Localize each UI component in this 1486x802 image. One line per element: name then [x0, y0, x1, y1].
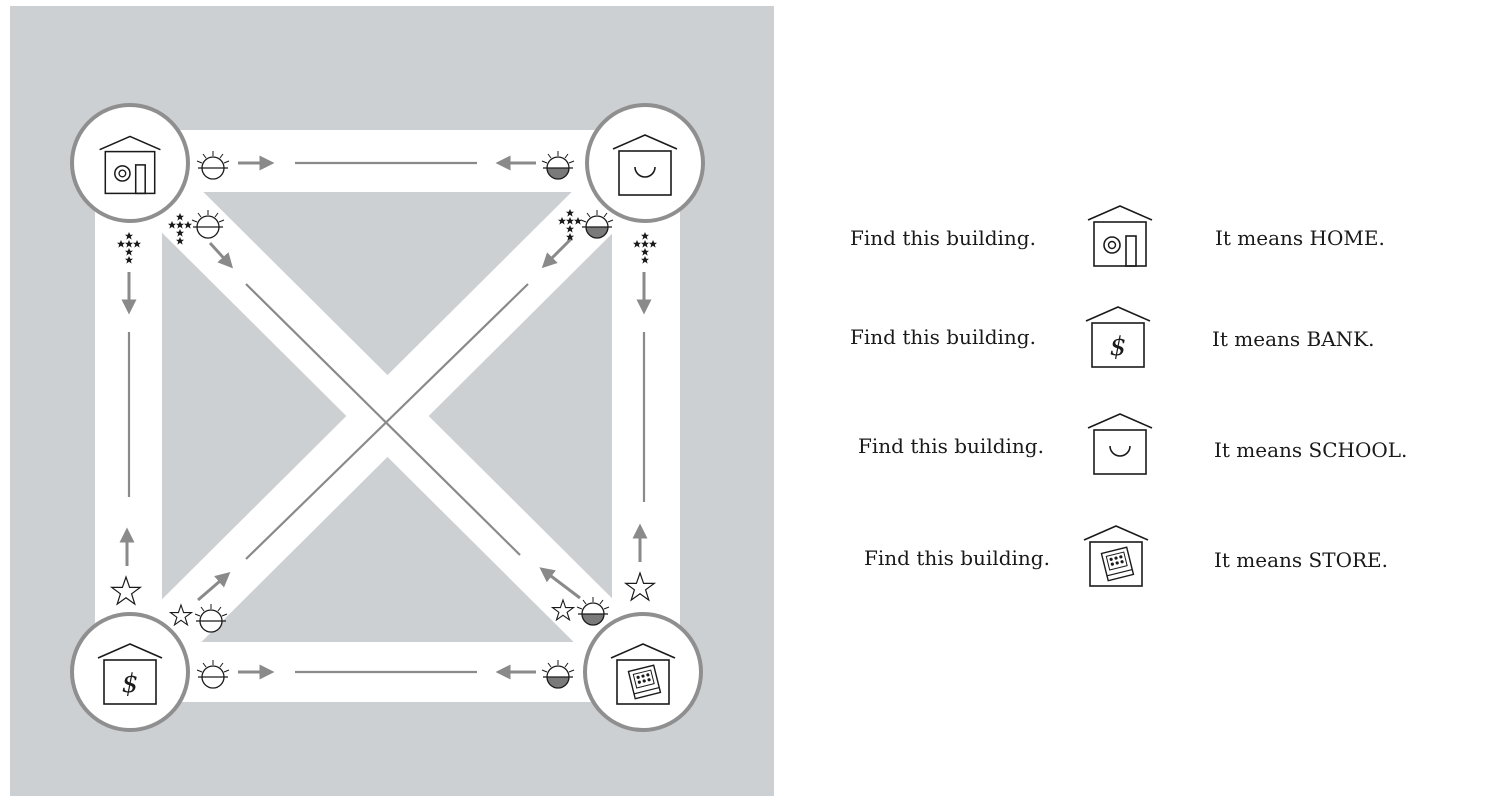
legend-find-text: Find this building. — [850, 325, 1036, 349]
legend-row-school: Find this building. It means SCHOOL. — [820, 410, 1460, 500]
legend-find-text: Find this building. — [850, 226, 1036, 250]
map-node-store — [583, 612, 703, 732]
home-icon — [1087, 205, 1153, 267]
legend-meaning-text: It means SCHOOL. — [1214, 438, 1408, 462]
arrow-bank-to-school — [197, 572, 231, 602]
legend-meaning-text: It means STORE. — [1214, 548, 1388, 572]
route-map: $ — [10, 6, 774, 796]
road-lines — [127, 161, 646, 674]
map-node-bank — [70, 612, 190, 732]
map-node-home — [70, 103, 190, 223]
legend-meaning-text: It means HOME. — [1215, 226, 1385, 250]
map-node-school — [585, 103, 705, 223]
roads — [95, 130, 680, 702]
bank-icon — [1085, 306, 1151, 368]
arrow-store-to-home — [539, 567, 581, 600]
legend-meaning-text: It means BANK. — [1212, 327, 1375, 351]
store-icon — [1083, 525, 1149, 587]
arrow-school-to-bank — [541, 236, 574, 269]
school-icon — [1087, 413, 1153, 475]
legend-row-home: Find this building. It means HOME. — [820, 198, 1460, 288]
legend-find-text: Find this building. — [858, 434, 1044, 458]
legend-row-store: Find this building. It means STORE. — [820, 522, 1460, 612]
legend-row-bank: Find this building. It means BANK. — [820, 303, 1460, 393]
route-arrows — [119, 155, 652, 680]
legend-find-text: Find this building. — [864, 546, 1050, 570]
arrow-home-to-store — [208, 241, 234, 269]
